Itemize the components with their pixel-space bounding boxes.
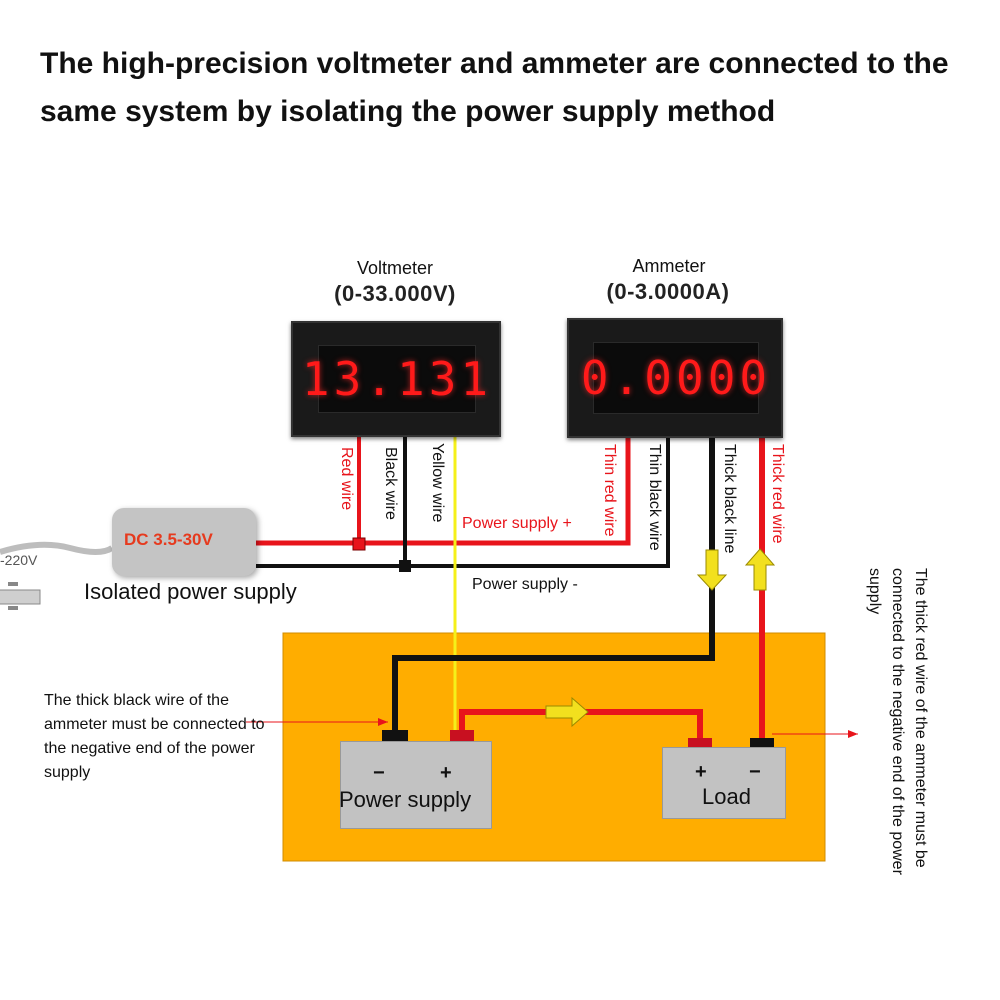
power-supply-minus-label: Power supply - — [472, 576, 578, 593]
ammeter-range: (0-3.0000A) — [606, 279, 730, 304]
right-note: The thick red wire of the ammeter must b… — [866, 568, 929, 875]
power-supply-minus-wire — [256, 425, 670, 568]
power-supply-label: Power supply — [339, 787, 472, 812]
isolated-power-supply-box: DC 3.5-30V — [112, 508, 256, 576]
plug-pin — [8, 606, 18, 610]
red-junction — [352, 537, 366, 551]
isolated-supply-label: Isolated power supply — [84, 579, 297, 604]
load-label: Load — [702, 784, 751, 809]
voltmeter-screen: 13.131 — [301, 345, 493, 413]
right-note-arrowhead — [848, 730, 858, 738]
load-battery: + − Load — [662, 747, 786, 819]
thin-red-wire-label: Thin red wire — [601, 444, 618, 537]
yellow-wire-label: Yellow wire — [429, 443, 446, 523]
left-note-arrowhead — [378, 718, 388, 726]
black-wire-label: Black wire — [382, 447, 399, 520]
load-plus-terminal — [688, 738, 712, 748]
voltmeter-display: 13.131 — [291, 321, 501, 437]
supply-plus-symbol: + — [440, 762, 452, 784]
arrow-down-icon — [696, 549, 728, 591]
ammeter-screen: 0.0000 — [580, 342, 772, 414]
voltmeter-reading: 13.131 — [301, 352, 493, 406]
arrow-right-icon — [545, 696, 589, 728]
load-plus-symbol: + — [695, 761, 707, 783]
supply-minus-symbol: − — [373, 762, 385, 784]
power-supply-plus-label: Power supply + — [462, 515, 572, 532]
thick-red-wire-label: Thick red wire — [769, 444, 786, 544]
thin-black-wire-label: Thin black wire — [646, 444, 663, 551]
thick-black-line — [392, 425, 715, 733]
mains-cable — [0, 541, 114, 555]
red-wire-label: Red wire — [338, 447, 355, 511]
load-minus-symbol: − — [749, 761, 761, 783]
plug-pin — [8, 582, 18, 586]
voltmeter-name: Voltmeter — [356, 258, 434, 278]
ammeter-reading: 0.0000 — [580, 351, 772, 405]
power-supply-battery: − + Power supply — [339, 741, 492, 829]
left-note: The thick black wire of the ammeter must… — [44, 692, 265, 781]
supply-plus-terminal — [450, 730, 474, 742]
ammeter-display: 0.0000 — [567, 318, 783, 438]
thick-black-line-label: Thick black line — [721, 444, 738, 554]
black-junction — [399, 560, 411, 572]
mains-plug — [0, 589, 41, 605]
ammeter-name: Ammeter — [632, 256, 706, 276]
load-minus-terminal — [750, 738, 774, 748]
supply-minus-terminal — [382, 730, 408, 742]
page-title: The high-precision voltmeter and ammeter… — [40, 47, 949, 128]
voltmeter-range: (0-33.000V) — [334, 281, 456, 306]
supply-rating: DC 3.5-30V — [124, 530, 213, 549]
power-supply-plus-wire — [256, 425, 631, 546]
arrow-up-icon — [744, 548, 776, 591]
mains-label: -220V — [0, 552, 38, 568]
